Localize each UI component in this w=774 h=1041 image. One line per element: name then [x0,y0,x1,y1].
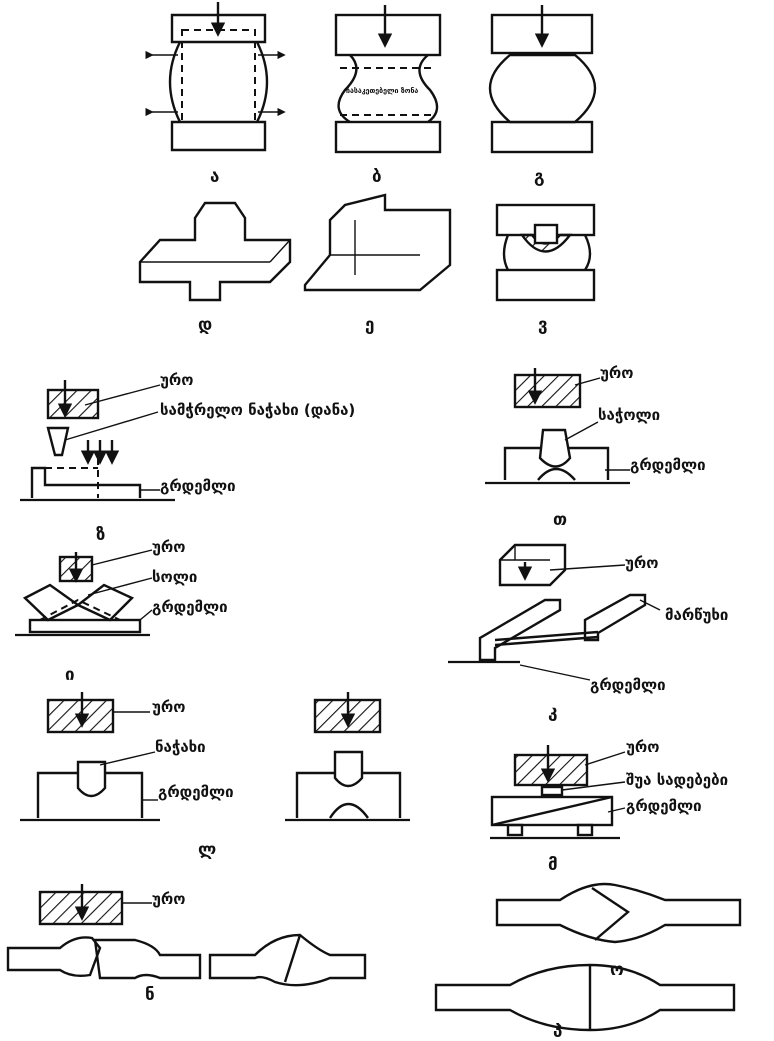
label-punch: საჭოლი [598,406,660,424]
caption-n: ნ [145,985,155,1005]
panel-g: გ [490,5,595,187]
label-uro-i: ურო [152,538,185,556]
panel-v: ვ [497,205,594,335]
caption-l: ლ [198,840,216,860]
label-tongs: მარწუხი [665,606,728,624]
caption-e: ე [365,315,374,335]
panel-i-wedge: ურო სოლი გრდემლი ი [15,538,228,685]
caption-p: პ [553,1022,562,1041]
label-anvil-m: გრდემლი [626,797,702,815]
label-uro-m: ურო [626,738,659,756]
panel-a-upsetting: ა [152,2,284,187]
caption-i: ი [65,665,75,685]
label-anvil-t: გრდემლი [630,456,706,474]
caption-m: მ [548,855,558,875]
label-uro-k: ურო [625,554,658,572]
panel-b-upsetting-zone: ჩასაკეთებელი ზონა ბ [336,5,440,187]
caption-v: ვ [538,315,548,335]
panel-d: დ [140,203,290,335]
panel-l: ურო ნაჭახი გრდემლი ლ [20,692,410,860]
caption-o: ო [610,960,624,980]
panel-t: ურო საჭოლი გრდემლი თ [485,364,706,530]
label-upsetting-zone: ჩასაკეთებელი ზონა [346,87,418,95]
caption-z: ზ [96,525,105,545]
caption-t: თ [553,510,567,530]
caption-d: დ [198,315,212,335]
label-wedge: სოლი [152,568,197,586]
label-anvil-z: გრდემლი [160,477,236,495]
label-cutting-tool: სამჭრელო ნაჭახი (დანა) [160,401,355,419]
label-anvil-l: გრდემლი [158,783,234,801]
label-uro-t: ურო [600,364,633,382]
label-anvil-i: გრდემლი [152,598,228,616]
caption-k: კ [548,702,557,722]
panel-e: ე [305,195,450,335]
panel-m: ურო შუა სადებები გრდემლი მ [490,738,728,875]
label-spacers: შუა სადებები [626,771,728,789]
label-anvil-k: გრდემლი [590,676,666,694]
label-uro-z: ურო [160,371,193,389]
panel-o: ო [497,884,740,980]
panel-n-twisting: ურო ნ [8,884,365,1005]
caption-a: ა [210,167,219,187]
caption-g: გ [534,167,545,187]
panel-k-tongs: ურო მარწუხი გრდემლი კ [448,545,728,722]
panel-p: პ [436,965,734,1041]
label-uro-n: ურო [152,890,185,908]
caption-b: ბ [372,167,382,187]
label-fuller: ნაჭახი [155,738,206,756]
panel-z-cutting: ურო სამჭრელო ნაჭახი (დანა) გრდემლი ზ [20,371,355,545]
label-uro-l: ურო [152,698,185,716]
